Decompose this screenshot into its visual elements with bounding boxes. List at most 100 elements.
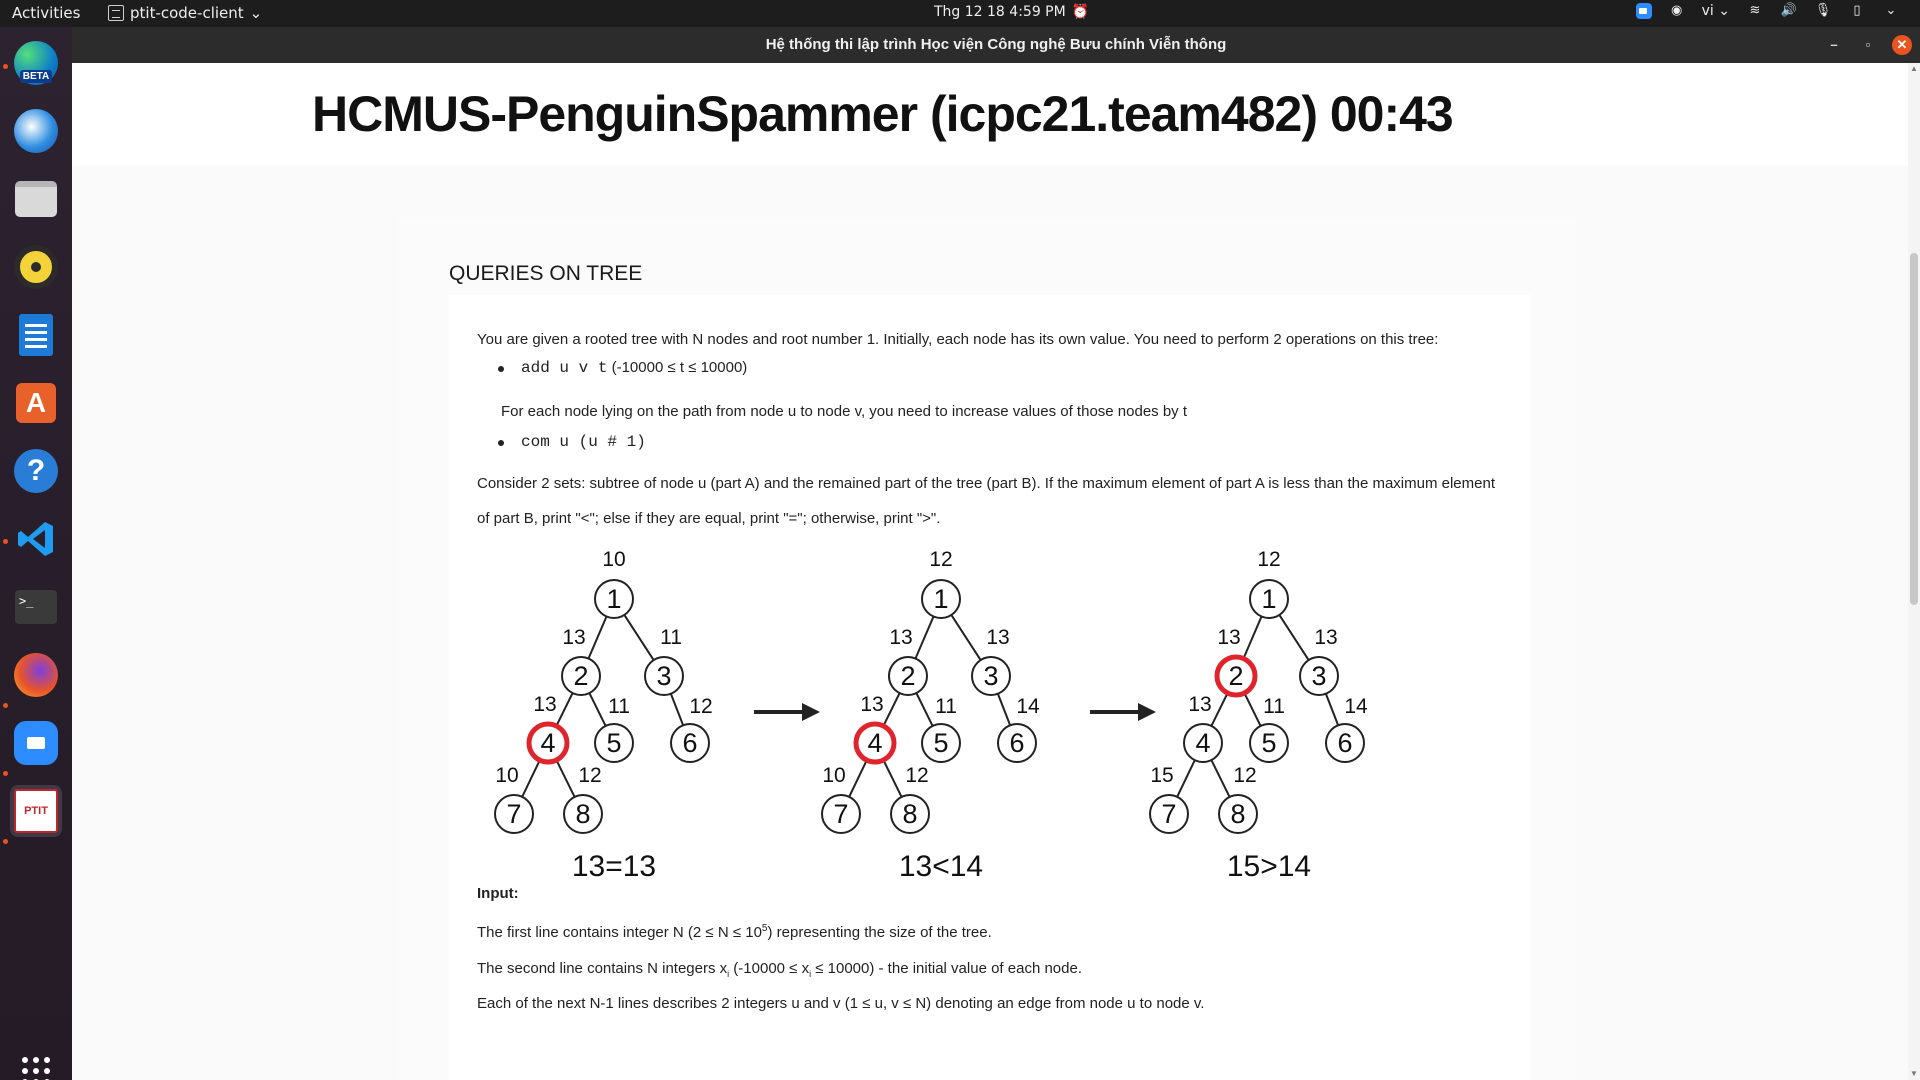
clock[interactable]: Thg 12 18 4:59 PM ⏰ xyxy=(934,4,1089,20)
show-applications-button[interactable] xyxy=(10,1045,62,1080)
tree-node-value: 11 xyxy=(608,695,630,718)
firefox-launcher[interactable] xyxy=(10,649,62,701)
tree-edge xyxy=(1210,759,1231,798)
bullet xyxy=(498,366,504,372)
writer-launcher[interactable] xyxy=(10,309,62,361)
files-launcher[interactable] xyxy=(10,173,62,225)
tree-edge xyxy=(882,759,903,798)
app-menu[interactable]: ptit-code-client ⌄ xyxy=(108,4,262,22)
volume-icon[interactable]: 🔊 xyxy=(1780,3,1798,18)
edge-beta-icon: BETA xyxy=(14,41,58,85)
tree-node-value: 12 xyxy=(689,695,712,718)
tree-node-id: 5 xyxy=(1261,728,1276,758)
ptit-code-client-launcher[interactable]: PTIT xyxy=(10,785,62,837)
tree-node-id: 8 xyxy=(1230,799,1245,829)
tree-node-value: 11 xyxy=(1263,695,1285,718)
tree-edge xyxy=(555,759,576,798)
tree-node-id: 1 xyxy=(1261,584,1276,614)
rhythmbox-launcher[interactable] xyxy=(10,241,62,293)
tree-node-value: 13 xyxy=(1314,626,1337,649)
problem-statement: You are given a rooted tree with N nodes… xyxy=(449,295,1531,1080)
thunderbird-icon xyxy=(14,109,58,153)
app-window-icon xyxy=(108,5,124,21)
close-button[interactable]: ✕ xyxy=(1892,35,1912,55)
discord-tray-icon[interactable]: ◉ xyxy=(1670,3,1683,18)
wifi-icon[interactable]: ≋ xyxy=(1749,3,1761,18)
power-menu-icon[interactable]: ⌄ xyxy=(1885,3,1897,18)
tree-node xyxy=(888,656,928,696)
zoom-icon xyxy=(14,721,58,765)
tree-edge xyxy=(623,614,655,661)
dock: BETA A ? >_ PTIT xyxy=(0,27,72,1080)
tree-edge xyxy=(1242,616,1263,659)
tree-node-id: 2 xyxy=(900,661,915,691)
tree-edge xyxy=(1243,692,1262,727)
zoom-tray-icon[interactable] xyxy=(1635,3,1652,19)
tree-node-value: 12 xyxy=(905,764,928,787)
maximize-button[interactable]: ▫ xyxy=(1865,37,1871,52)
activities-button[interactable]: Activities xyxy=(12,4,81,22)
minimize-button[interactable]: – xyxy=(1830,37,1838,52)
vscode-launcher[interactable] xyxy=(10,513,62,565)
tree-node-value: 10 xyxy=(822,764,845,787)
tree-node-value: 12 xyxy=(929,548,952,571)
op1-code: add u v t xyxy=(521,359,608,377)
app-window: Hệ thống thi lập trình Học viện Công ngh… xyxy=(72,27,1920,1080)
tree-node-value: 13 xyxy=(1188,693,1211,716)
tree-node-value: 13 xyxy=(986,626,1009,649)
scroll-up-arrow[interactable]: ▲ xyxy=(1910,64,1918,73)
document-icon xyxy=(19,314,53,356)
op1-line: add u v t (-10000 ≤ t ≤ 10000) xyxy=(521,359,747,377)
tree-edge xyxy=(1176,759,1196,798)
input-line-2-pre: The second line contains N integers x xyxy=(477,960,728,977)
software-center-launcher[interactable]: A xyxy=(10,377,62,429)
tree-node-id: 3 xyxy=(1311,661,1326,691)
tree-node xyxy=(1325,723,1365,763)
tree-node xyxy=(1183,723,1223,763)
help-icon: ? xyxy=(14,449,58,493)
edge-beta-launcher[interactable]: BETA xyxy=(10,37,62,89)
problem-title: QUERIES ON TREE xyxy=(449,262,643,285)
tree-node xyxy=(494,794,534,834)
window-titlebar[interactable]: Hệ thống thi lập trình Học viện Công ngh… xyxy=(72,27,1920,63)
tree-node xyxy=(594,723,634,763)
tree-edge xyxy=(848,759,868,798)
language-indicator[interactable]: vi ⌄ xyxy=(1701,3,1730,19)
battery-icon[interactable]: ▯ xyxy=(1853,3,1861,18)
tree-node-value: 11 xyxy=(935,695,957,718)
op2-code: com u (u # 1) xyxy=(521,433,646,451)
help-launcher[interactable]: ? xyxy=(10,445,62,497)
consider-line-1: Consider 2 sets: subtree of node u (part… xyxy=(477,475,1496,492)
tree-caption: 13=13 xyxy=(572,850,656,883)
input-line-2-mid: (-10000 ≤ x xyxy=(729,960,810,977)
input-line-2: The second line contains N integers xi (… xyxy=(477,960,1082,979)
tree-node-highlighted xyxy=(1214,654,1258,698)
tree-node-id: 5 xyxy=(606,728,621,758)
arrow-icon xyxy=(754,703,820,721)
scrollbar-thumb[interactable] xyxy=(1910,253,1918,605)
thunderbird-launcher[interactable] xyxy=(10,105,62,157)
running-indicator xyxy=(3,64,8,69)
tree-node xyxy=(1249,579,1289,619)
tree-node-value: 11 xyxy=(660,626,682,649)
input-line-1-post: ) representing the size of the tree. xyxy=(767,924,992,941)
tree-node xyxy=(997,723,1037,763)
tree-node-value: 12 xyxy=(578,764,601,787)
terminal-icon: >_ xyxy=(15,590,57,624)
scroll-down-arrow[interactable]: ▼ xyxy=(1910,1069,1918,1078)
tree-edge xyxy=(1324,693,1340,726)
page-scrollbar[interactable]: ▲ ▼ xyxy=(1908,63,1920,1080)
terminal-launcher[interactable]: >_ xyxy=(10,581,62,633)
app-store-icon: A xyxy=(16,383,56,423)
microphone-icon[interactable]: 🎙 xyxy=(1814,3,1832,18)
speaker-icon xyxy=(14,245,58,289)
tree-node-value: 13 xyxy=(562,626,585,649)
tree-edge xyxy=(882,692,901,727)
running-indicator xyxy=(3,771,8,776)
zoom-launcher[interactable] xyxy=(10,717,62,769)
tree-node-value: 12 xyxy=(1233,764,1256,787)
tree-node xyxy=(1299,656,1339,696)
